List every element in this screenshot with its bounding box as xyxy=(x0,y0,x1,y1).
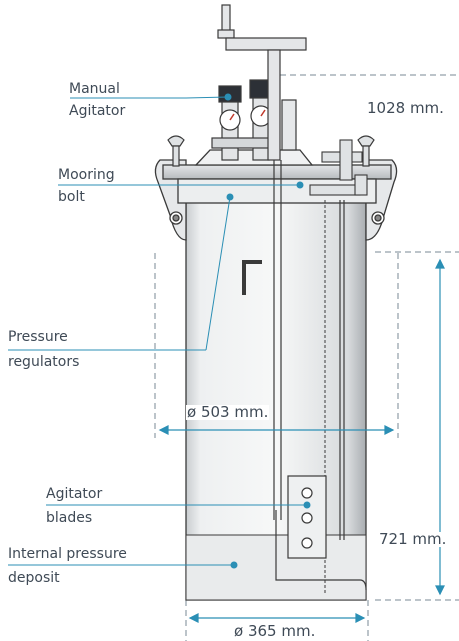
label-pressure-regulators-line2: regulators xyxy=(8,354,80,370)
right-fittings xyxy=(309,139,368,196)
dimension-vessel-height: 721 mm. xyxy=(378,530,448,548)
pressure-gauges xyxy=(211,79,297,161)
label-pressure-regulators-line1: Pressure xyxy=(8,329,68,345)
wing-bolts xyxy=(167,135,375,167)
label-mooring-bolt-line1: Mooring xyxy=(58,167,115,183)
agitator-blades-plate xyxy=(275,475,367,591)
leader-lines xyxy=(8,93,311,569)
label-manual-agitator-line2: Agitator xyxy=(69,103,126,119)
label-agitator-blades-line1: Agitator xyxy=(46,486,103,502)
label-mooring-bolt-line2: bolt xyxy=(58,189,85,205)
dimension-total-height: 1028 mm. xyxy=(366,99,445,117)
agitator-shaft xyxy=(273,160,345,595)
intake-pipe xyxy=(242,260,262,295)
label-internal-pressure-deposit-line1: Internal pressure xyxy=(8,546,127,562)
label-internal-pressure-deposit-line2: deposit xyxy=(8,570,60,586)
dimension-outer-diameter: ø 503 mm. xyxy=(186,403,270,421)
dimension-inner-diameter: ø 365 mm. xyxy=(233,622,317,640)
label-agitator-blades-line2: blades xyxy=(46,510,93,526)
label-manual-agitator-line1: Manual xyxy=(69,81,120,97)
dimension-guides xyxy=(154,74,459,641)
agitator-crank xyxy=(217,4,307,161)
